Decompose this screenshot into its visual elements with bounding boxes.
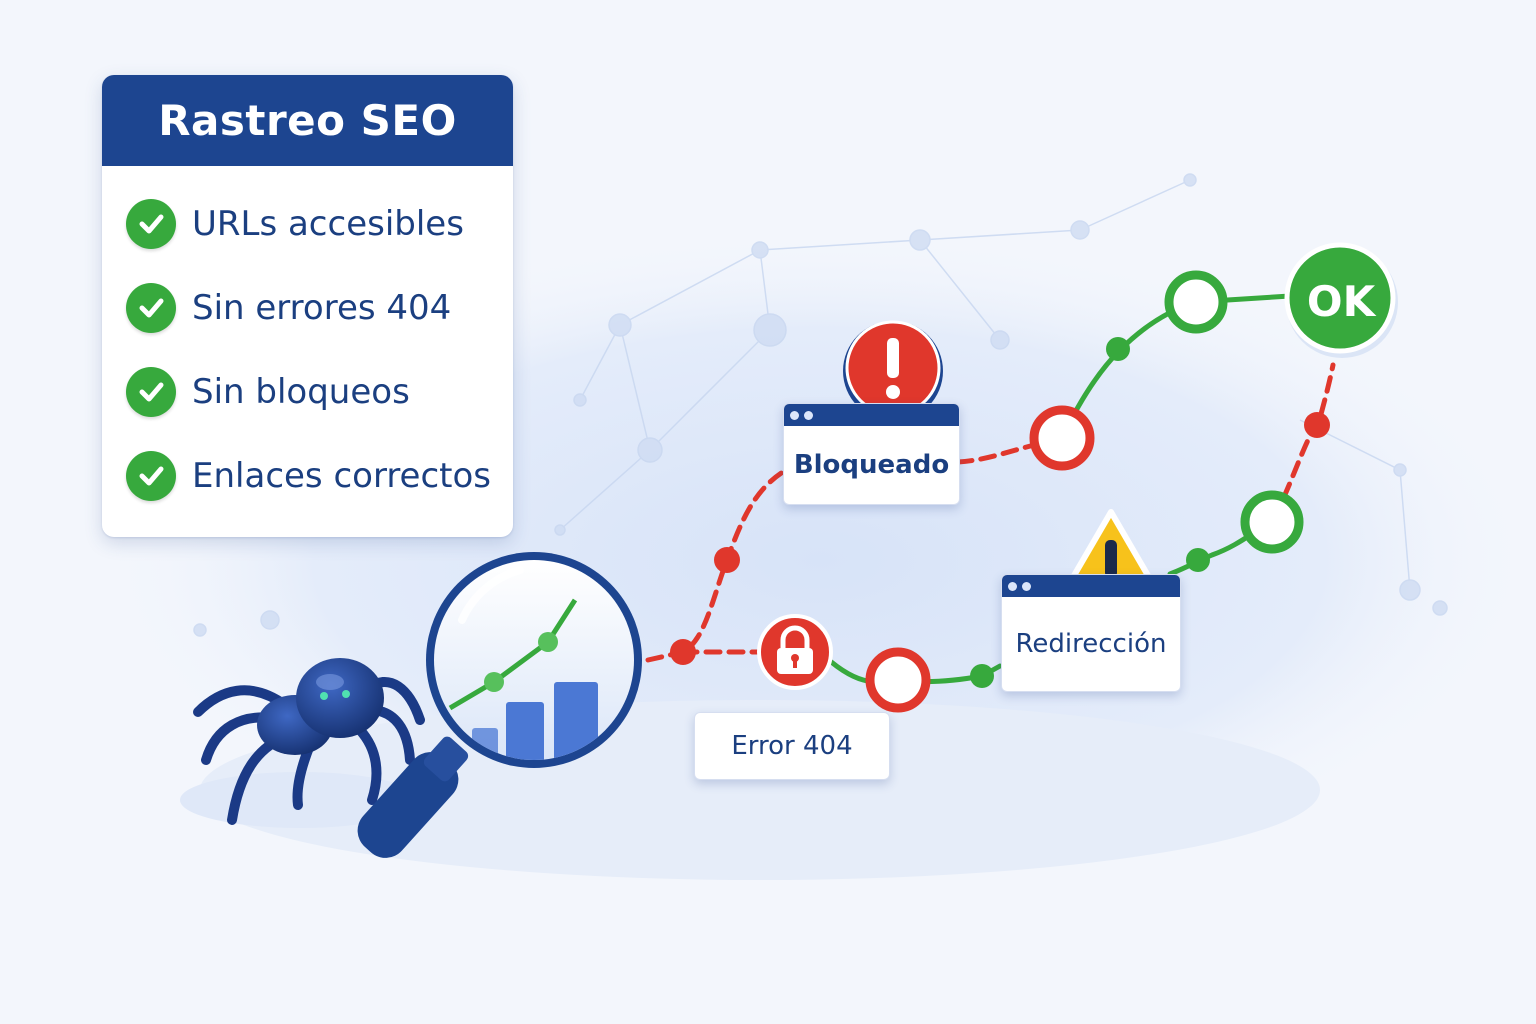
ok-label: OK — [1307, 277, 1377, 326]
seo-crawl-panel: Rastreo SEO URLs accesibles Sin errores … — [102, 75, 513, 537]
magnifier-icon — [357, 552, 642, 858]
checklist-item-label: Enlaces correctos — [192, 456, 492, 496]
checklist-item-label: Sin bloqueos — [192, 372, 410, 412]
window-bar — [1002, 575, 1180, 597]
route-node — [1164, 270, 1228, 334]
red-dot — [714, 547, 740, 573]
green-dot — [1186, 548, 1210, 572]
check-icon — [126, 367, 176, 417]
route-node — [1029, 405, 1095, 471]
green-dot — [1106, 337, 1130, 361]
redirect-page-card: Redirección — [1001, 574, 1181, 692]
checklist-item: Sin errores 404 — [126, 266, 513, 350]
blocked-label: Bloqueado — [793, 450, 950, 480]
ok-badge: OK — [1284, 242, 1398, 358]
exclamation-badge — [843, 320, 943, 421]
route-node — [865, 647, 931, 713]
checklist: URLs accesibles Sin errores 404 Sin bloq… — [102, 166, 513, 518]
window-bar — [784, 404, 959, 426]
check-icon — [126, 199, 176, 249]
lock-icon — [777, 625, 813, 674]
route-node — [1240, 490, 1304, 554]
error-label: Error 404 — [731, 731, 853, 761]
checklist-item-label: URLs accesibles — [192, 204, 464, 244]
exclamation-icon — [886, 338, 900, 399]
redirect-label: Redirección — [1015, 629, 1167, 659]
lock-badge — [757, 614, 833, 690]
blocked-page-card: Bloqueado — [783, 403, 960, 505]
network-background — [193, 173, 1448, 637]
check-icon — [126, 283, 176, 333]
checklist-item: URLs accesibles — [126, 182, 513, 266]
red-dot — [1304, 412, 1330, 438]
panel-title: Rastreo SEO — [102, 75, 513, 166]
spider-icon — [180, 658, 425, 828]
error-page-card: Error 404 — [694, 712, 890, 780]
red-dot — [670, 639, 696, 665]
checklist-item: Enlaces correctos — [126, 434, 513, 518]
check-icon — [126, 451, 176, 501]
green-dot — [970, 664, 994, 688]
checklist-item-label: Sin errores 404 — [192, 288, 452, 328]
checklist-item: Sin bloqueos — [126, 350, 513, 434]
